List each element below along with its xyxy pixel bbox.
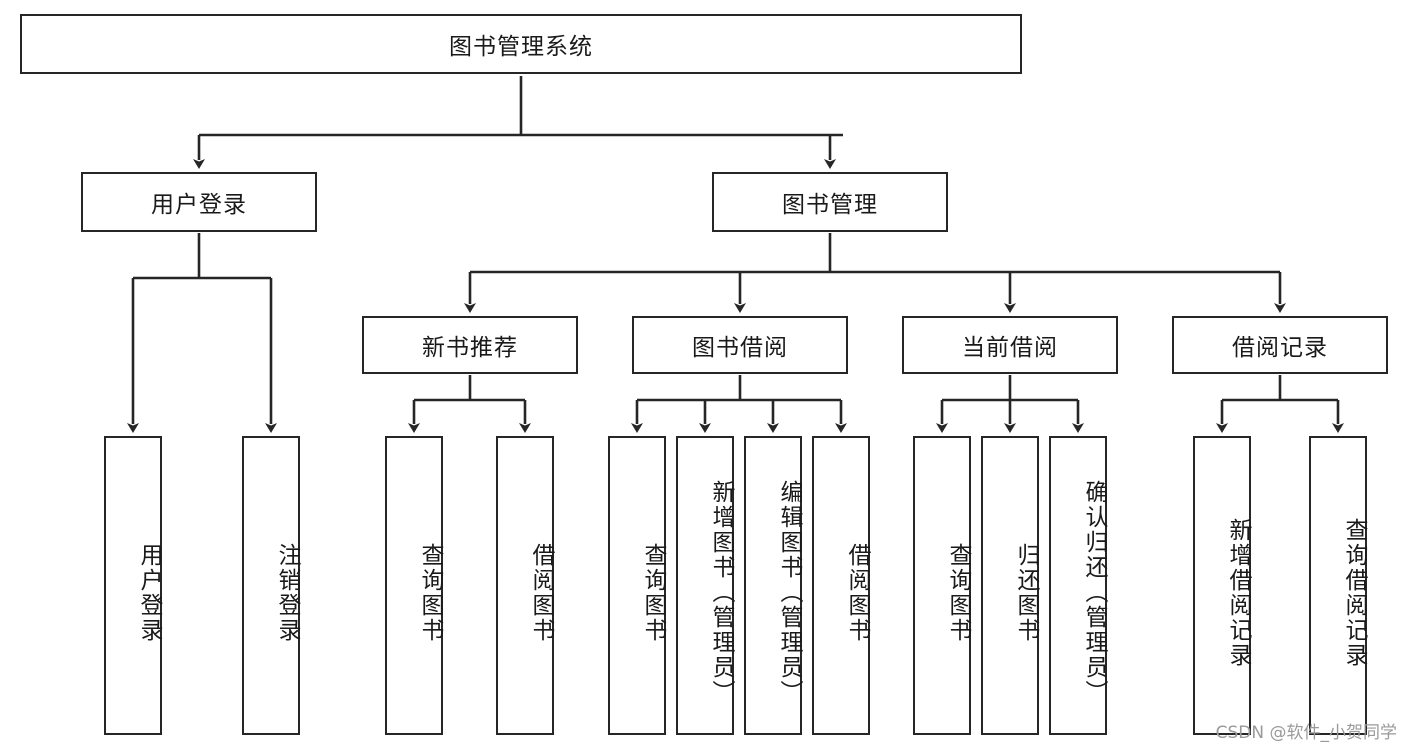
node-book-manage-label: 图书管理	[782, 192, 878, 218]
leaf-record-add[interactable]: 新增借阅记录	[1193, 436, 1251, 735]
leaf-record-query-label: 查询借阅记录	[1341, 517, 1367, 668]
leaf-current-confirm-return-label: 确认归还（管理员）	[1081, 480, 1107, 705]
leaf-recommend-borrow-book[interactable]: 借阅图书	[496, 436, 554, 735]
leaf-current-return-book[interactable]: 归还图书	[981, 436, 1039, 735]
leaf-borrow-borrow-book[interactable]: 借阅图书	[812, 436, 870, 735]
leaf-recommend-query-book[interactable]: 查询图书	[385, 436, 443, 735]
node-new-book-recommend[interactable]: 新书推荐	[362, 316, 578, 374]
leaf-current-query-book-label: 查询图书	[945, 542, 971, 643]
leaf-recommend-query-book-label: 查询图书	[417, 542, 443, 643]
leaf-recommend-borrow-book-label: 借阅图书	[528, 542, 554, 643]
leaf-borrow-edit-book[interactable]: 编辑图书（管理员）	[744, 436, 802, 735]
node-root[interactable]: 图书管理系统	[20, 14, 1022, 74]
node-book-borrow-label: 图书借阅	[692, 335, 788, 361]
leaf-logout-login[interactable]: 注销登录	[242, 436, 300, 735]
node-book-manage[interactable]: 图书管理	[712, 172, 948, 232]
node-user-login[interactable]: 用户登录	[81, 172, 317, 232]
leaf-borrow-edit-book-label: 编辑图书（管理员）	[776, 480, 802, 705]
leaf-borrow-borrow-book-label: 借阅图书	[844, 542, 870, 643]
node-user-login-label: 用户登录	[151, 192, 247, 218]
leaf-current-query-book[interactable]: 查询图书	[913, 436, 971, 735]
node-borrow-record-label: 借阅记录	[1232, 335, 1328, 361]
leaf-current-confirm-return[interactable]: 确认归还（管理员）	[1049, 436, 1107, 735]
leaf-logout-login-label: 注销登录	[274, 542, 300, 643]
leaf-record-add-label: 新增借阅记录	[1225, 517, 1251, 668]
node-current-borrow-label: 当前借阅	[962, 335, 1058, 361]
node-borrow-record[interactable]: 借阅记录	[1172, 316, 1388, 374]
node-current-borrow[interactable]: 当前借阅	[902, 316, 1118, 374]
node-book-borrow[interactable]: 图书借阅	[632, 316, 848, 374]
leaf-record-query[interactable]: 查询借阅记录	[1309, 436, 1367, 735]
node-root-label: 图书管理系统	[449, 34, 593, 60]
node-new-book-recommend-label: 新书推荐	[422, 335, 518, 361]
leaf-user-login-label: 用户登录	[136, 542, 162, 643]
leaf-borrow-query-book-label: 查询图书	[640, 542, 666, 643]
leaf-borrow-add-book-label: 新增图书（管理员）	[708, 480, 734, 705]
leaf-borrow-add-book[interactable]: 新增图书（管理员）	[676, 436, 734, 735]
watermark: CSDN @软件_小贺同学	[1215, 723, 1397, 743]
leaf-user-login[interactable]: 用户登录	[104, 436, 162, 735]
leaf-borrow-query-book[interactable]: 查询图书	[608, 436, 666, 735]
leaf-current-return-book-label: 归还图书	[1013, 542, 1039, 643]
